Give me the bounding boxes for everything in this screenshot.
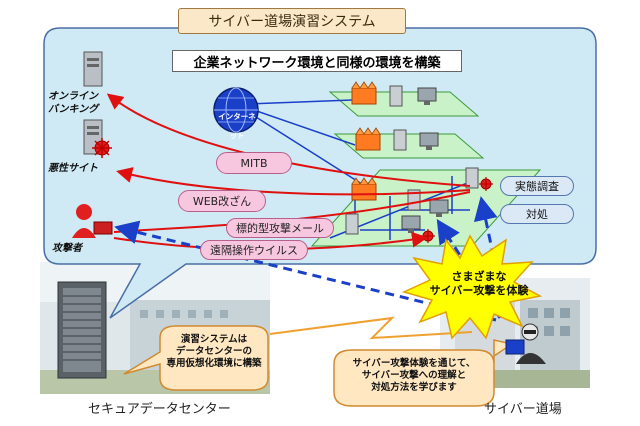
callout-right-text: サイバー攻撃体験を通じて、 サイバー攻撃への理解と 対処方法を学びます xyxy=(352,358,476,393)
burst-line-1: さまざまな xyxy=(451,270,507,283)
lan-server-icon xyxy=(389,85,403,107)
lan-server-icon xyxy=(345,213,359,235)
title-banner: サイバー道場演習システム xyxy=(178,8,406,34)
attack-pill-mitb: MITB xyxy=(216,152,292,174)
response-pill-investigation: 実態調査 xyxy=(500,176,574,196)
internet-label: インターネット xyxy=(218,112,256,140)
pc-icon xyxy=(429,199,449,217)
online-banking-line-2: バンキング xyxy=(48,104,99,115)
callout-left-text: 演習システムは データセンターの 専用仮想化環境に構築 xyxy=(166,334,262,369)
dojo-label: サイバー道場 xyxy=(484,402,562,417)
title-text: サイバー道場演習システム xyxy=(208,14,376,30)
attacker-label: 攻撃者 xyxy=(52,243,82,254)
attacker-icon xyxy=(72,204,113,238)
datacenter-label: セキュアデータセンター xyxy=(88,402,231,417)
attack-pill-mail: 標的型攻撃メール xyxy=(226,218,334,238)
student-icon xyxy=(505,323,546,364)
firewall-icon xyxy=(351,81,377,105)
site-link-line xyxy=(269,316,473,340)
response-pill-handling: 対処 xyxy=(500,204,574,224)
firewall-icon xyxy=(355,127,381,151)
pc-icon xyxy=(417,87,437,105)
subtitle-box: 企業ネットワーク環境と同様の環境を構築 xyxy=(172,50,462,72)
callout-left-bubble xyxy=(123,325,269,391)
subtitle-text: 企業ネットワーク環境と同様の環境を構築 xyxy=(193,55,441,71)
callout-right-bubble xyxy=(333,339,514,407)
attack-pill-remote: 遠隔操作ウイルス xyxy=(200,240,308,260)
online-banking-label: オンライン バンキング xyxy=(48,90,98,116)
burst-line-2: サイバー攻撃を体験 xyxy=(429,284,529,297)
pc-icon xyxy=(401,215,421,233)
virus-icon xyxy=(92,138,112,158)
malicious-site-label: 悪性サイト xyxy=(48,163,98,174)
lan-server-icon xyxy=(407,189,421,211)
internet-globe-icon xyxy=(213,87,259,133)
attack-arrow-web xyxy=(116,167,471,196)
virus-icon xyxy=(479,177,493,191)
burst-text: さまざまな サイバー攻撃を体験 xyxy=(420,270,538,298)
lan-server-icon xyxy=(393,129,407,151)
online-banking-line-1: オンライン xyxy=(48,91,98,102)
attack-pill-web: WEB改ざん xyxy=(178,190,266,212)
server-online-banking xyxy=(83,51,103,87)
pc-icon xyxy=(419,132,439,150)
lan-server-icon xyxy=(465,167,479,189)
firewall-icon xyxy=(351,177,377,201)
cyber-attack-burst xyxy=(401,234,543,340)
